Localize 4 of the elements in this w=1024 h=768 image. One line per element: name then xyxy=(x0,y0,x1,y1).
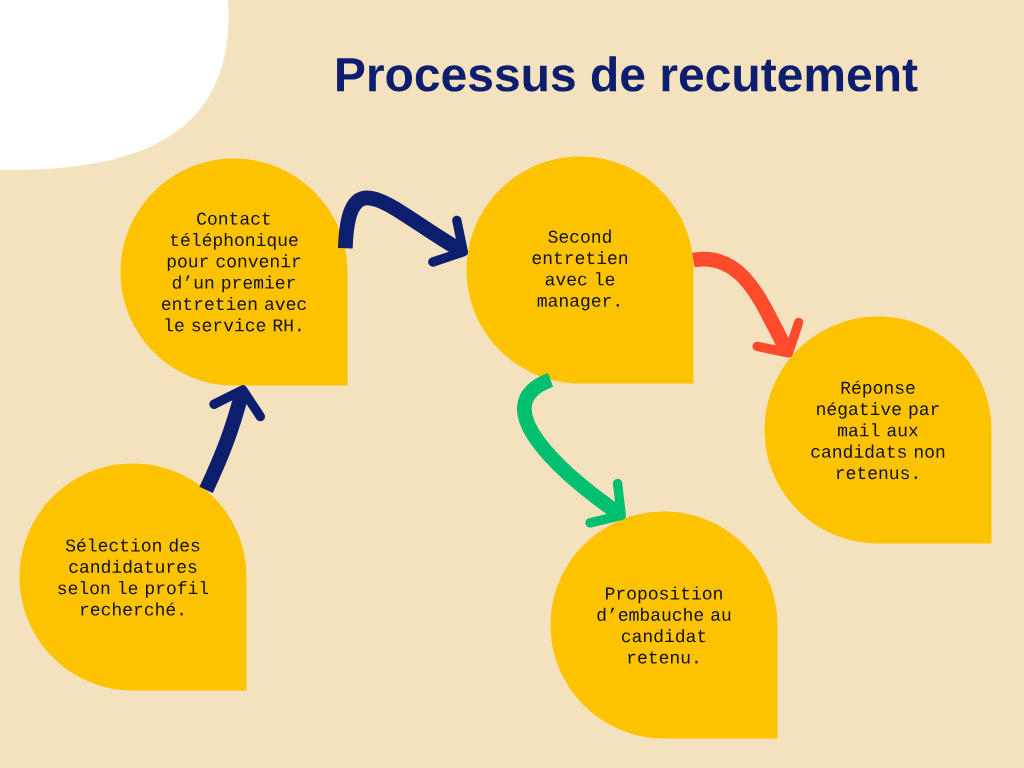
arrow xyxy=(517,373,626,528)
title: Processus de recutement xyxy=(337,56,918,92)
arrow xyxy=(337,190,468,267)
arrow xyxy=(199,385,266,493)
